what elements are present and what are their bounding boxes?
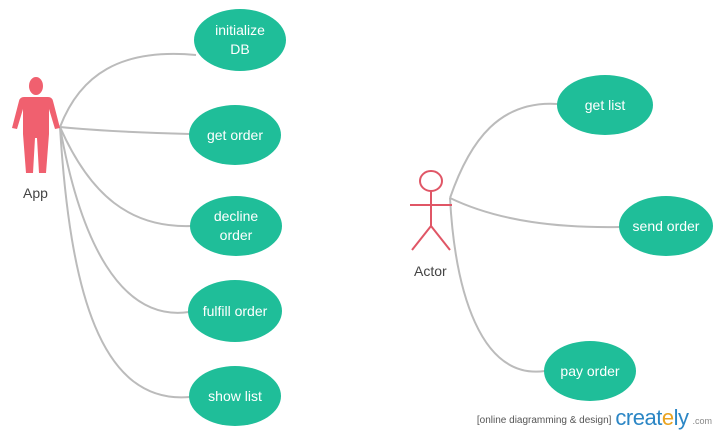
- connector-app-show-list: [59, 126, 191, 399]
- actor-stick-icon[interactable]: [406, 168, 456, 254]
- connector-app-decline-order: [59, 126, 192, 228]
- use-case-get-list[interactable]: get list: [557, 75, 653, 135]
- app-actor-icon[interactable]: [8, 76, 64, 174]
- watermark-domain: .com: [692, 416, 712, 426]
- use-case-show-list[interactable]: show list: [189, 366, 281, 426]
- creately-watermark: [online diagramming & design] creately .…: [477, 407, 712, 429]
- use-case-decline-order[interactable]: decline order: [190, 196, 282, 256]
- use-case-initialize-db[interactable]: initialize DB: [194, 9, 286, 71]
- actor-label: Actor: [414, 263, 447, 279]
- connector-actor-pay-order: [449, 197, 546, 373]
- connector-app-fulfill-order: [59, 126, 190, 314]
- app-actor-label: App: [23, 185, 48, 201]
- use-case-get-order[interactable]: get order: [189, 105, 281, 165]
- connector-actor-get-list: [449, 102, 559, 199]
- connector-app-get-order: [59, 126, 191, 135]
- use-case-fulfill-order[interactable]: fulfill order: [188, 280, 282, 342]
- watermark-tagline: [online diagramming & design]: [476, 415, 612, 426]
- creately-logo: creately: [615, 405, 689, 430]
- use-case-send-order[interactable]: send order: [619, 196, 713, 256]
- connector-actor-send-order: [449, 197, 621, 229]
- use-case-pay-order[interactable]: pay order: [544, 341, 636, 401]
- connector-app-initialize-db: [59, 53, 197, 128]
